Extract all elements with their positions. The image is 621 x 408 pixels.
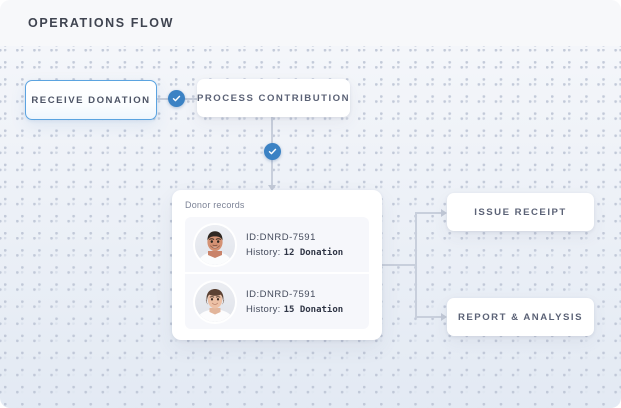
node-issue-receipt[interactable]: ISSUE RECEIPT — [447, 193, 594, 231]
connector-branch-vertical — [415, 212, 417, 318]
arrow-right-icon — [441, 312, 447, 321]
check-icon — [172, 94, 181, 103]
donor-records-card: Donor records — [172, 190, 382, 340]
check-badge-1[interactable] — [168, 90, 185, 107]
arrow-down-icon — [267, 185, 276, 191]
avatar — [195, 224, 235, 265]
donor-id: ID:DNRD-7591 — [246, 231, 316, 243]
donor-id: ID:DNRD-7591 — [246, 288, 316, 300]
donor-history-label: History: — [246, 303, 281, 315]
node-receive-donation-label: RECEIVE DONATION — [31, 94, 151, 106]
node-receive-donation[interactable]: RECEIVE DONATION — [25, 80, 157, 120]
donor-history-value: 12 Donation — [283, 247, 344, 258]
connector-to-report-analysis — [415, 316, 444, 318]
check-icon — [268, 147, 277, 156]
donor-history-value: 15 Donation — [283, 304, 344, 315]
donor-history: History: 15 Donation — [246, 304, 343, 315]
list-item[interactable]: ID:DNRD-7591 History: 12 Donation — [185, 217, 369, 272]
node-issue-receipt-label: ISSUE RECEIPT — [474, 206, 567, 218]
donor-record-text: ID:DNRD-7591 History: 15 Donation — [246, 289, 343, 315]
node-process-contribution[interactable]: PROCESS CONTRIBUTION — [197, 79, 350, 117]
donor-records-title: Donor records — [185, 200, 245, 210]
check-badge-2[interactable] — [264, 143, 281, 160]
connector-to-issue-receipt — [415, 212, 444, 214]
donor-record-text: ID:DNRD-7591 History: 12 Donation — [246, 232, 343, 258]
node-process-contribution-label: PROCESS CONTRIBUTION — [196, 92, 351, 104]
list-item[interactable]: ID:DNRD-7591 History: 15 Donation — [185, 274, 369, 329]
donor-history: History: 12 Donation — [246, 247, 343, 258]
page-title: OPERATIONS FLOW — [28, 16, 174, 30]
donor-history-label: History: — [246, 246, 281, 258]
donor-records-list: ID:DNRD-7591 History: 12 Donation — [185, 217, 369, 329]
connector-donor-out — [382, 264, 416, 266]
node-report-analysis-label: REPORT & ANALYSIS — [457, 311, 583, 323]
node-report-analysis[interactable]: REPORT & ANALYSIS — [447, 298, 594, 336]
arrow-right-icon — [441, 208, 447, 217]
avatar — [195, 281, 235, 322]
